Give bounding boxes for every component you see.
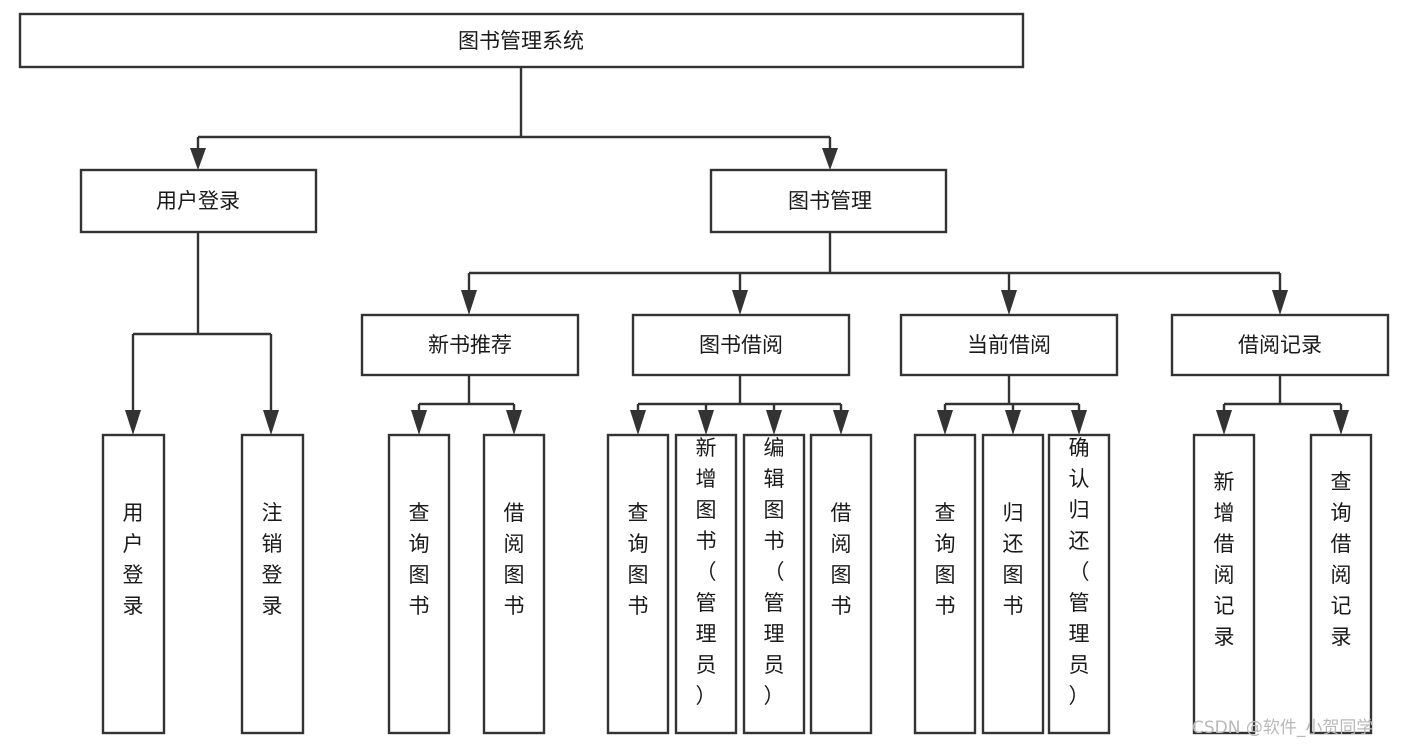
arrow-bb-leaf-1 bbox=[630, 410, 646, 435]
leaf-bb-add-label: 新增图书（管理员） bbox=[696, 436, 717, 708]
arrow-bm-to-current-borrow bbox=[1001, 290, 1017, 315]
node-current-borrow[interactable]: 当前借阅 bbox=[899, 313, 1119, 377]
leaf-bb-query-label: 查询图书 bbox=[628, 501, 649, 618]
leaf-node[interactable]: 归还图书 bbox=[981, 433, 1045, 735]
connector-layer bbox=[125, 67, 1349, 435]
leaf-node[interactable]: 新增图书（管理员） bbox=[674, 433, 738, 735]
leaf-bb-query-box[interactable] bbox=[606, 433, 670, 735]
leaf-br-query-box[interactable] bbox=[1309, 433, 1373, 735]
node-borrow-records-label: 借阅记录 bbox=[1238, 333, 1322, 357]
node-book-manage-label: 图书管理 bbox=[788, 189, 872, 213]
leaf-newbook-borrow-label: 借阅图书 bbox=[504, 501, 525, 618]
leaf-node[interactable]: 借阅图书 bbox=[809, 433, 873, 735]
leaf-br-add-box[interactable] bbox=[1192, 433, 1256, 735]
csdn-watermark: CSDN @软件_小贺同学 bbox=[1192, 718, 1373, 738]
arrow-user-login-leaf-2 bbox=[263, 410, 279, 435]
leaf-br-add-label: 新增借阅记录 bbox=[1214, 470, 1235, 649]
leaf-logout-label: 注销登录 bbox=[262, 501, 283, 618]
node-current-borrow-box[interactable] bbox=[899, 313, 1119, 377]
leaf-node[interactable]: 查询图书 bbox=[913, 433, 977, 735]
leaf-node[interactable]: 确认归还（管理员） bbox=[1047, 433, 1111, 735]
node-root[interactable]: 图书管理系统 bbox=[18, 12, 1025, 69]
arrow-newbook-leaf-1 bbox=[411, 410, 427, 435]
leaf-user-login-box[interactable] bbox=[101, 433, 166, 735]
leaf-bb-borrow-box[interactable] bbox=[809, 433, 873, 735]
node-new-book-recommend[interactable]: 新书推荐 bbox=[360, 313, 580, 377]
node-root-box[interactable] bbox=[18, 12, 1025, 69]
leaf-node[interactable]: 查询图书 bbox=[606, 433, 670, 735]
node-book-manage[interactable]: 图书管理 bbox=[709, 168, 948, 234]
arrow-root-to-book-manage bbox=[822, 148, 838, 170]
node-root-label: 图书管理系统 bbox=[458, 29, 584, 53]
arrow-bm-to-borrow-records bbox=[1272, 290, 1288, 315]
arrow-bb-leaf-3 bbox=[766, 410, 782, 435]
node-book-borrow-box[interactable] bbox=[631, 313, 851, 377]
arrow-bm-to-book-borrow bbox=[732, 290, 748, 315]
leaf-cb-query-label: 查询图书 bbox=[935, 501, 956, 618]
leaf-node[interactable]: 注销登录 bbox=[240, 433, 305, 735]
arrow-br-leaf-2 bbox=[1333, 410, 1349, 435]
leaf-node[interactable]: 查询借阅记录 bbox=[1309, 433, 1373, 735]
node-borrow-records-box[interactable] bbox=[1170, 313, 1390, 377]
leaf-node[interactable]: 用户登录 bbox=[101, 433, 166, 735]
node-book-borrow[interactable]: 图书借阅 bbox=[631, 313, 851, 377]
leaf-bb-edit-box[interactable] bbox=[742, 433, 806, 735]
leaf-bb-add-box[interactable] bbox=[674, 433, 738, 735]
leaf-br-query-label: 查询借阅记录 bbox=[1331, 470, 1352, 649]
leaf-cb-confirm-box[interactable] bbox=[1047, 433, 1111, 735]
leaf-newbook-borrow-box[interactable] bbox=[482, 433, 546, 735]
leaf-newbook-query-box[interactable] bbox=[387, 433, 451, 735]
leaf-cb-confirm-label: 确认归还（管理员） bbox=[1069, 436, 1090, 708]
arrow-user-login-leaf-1 bbox=[125, 410, 141, 435]
arrow-root-to-user-login bbox=[190, 148, 206, 170]
node-new-book-recommend-box[interactable] bbox=[360, 313, 580, 377]
leaf-node[interactable]: 新增借阅记录 bbox=[1192, 433, 1256, 735]
leaf-newbook-query-label: 查询图书 bbox=[409, 501, 430, 618]
leaf-node[interactable]: 借阅图书 bbox=[482, 433, 546, 735]
arrow-cb-leaf-3 bbox=[1071, 410, 1087, 435]
arrow-newbook-leaf-2 bbox=[506, 410, 522, 435]
leaf-bb-edit-label: 编辑图书（管理员） bbox=[764, 436, 785, 708]
node-user-login[interactable]: 用户登录 bbox=[79, 168, 318, 234]
arrow-bb-leaf-2 bbox=[698, 410, 714, 435]
node-borrow-records[interactable]: 借阅记录 bbox=[1170, 313, 1390, 377]
node-current-borrow-label: 当前借阅 bbox=[967, 333, 1051, 357]
leaf-cb-query-box[interactable] bbox=[913, 433, 977, 735]
arrow-br-leaf-1 bbox=[1216, 410, 1232, 435]
node-book-borrow-label: 图书借阅 bbox=[699, 333, 783, 357]
leaf-logout-box[interactable] bbox=[240, 433, 305, 735]
leaf-node[interactable]: 编辑图书（管理员） bbox=[742, 433, 806, 735]
node-book-manage-box[interactable] bbox=[709, 168, 948, 234]
arrow-cb-leaf-1 bbox=[937, 410, 953, 435]
leaf-cb-return-box[interactable] bbox=[981, 433, 1045, 735]
leaf-node[interactable]: 查询图书 bbox=[387, 433, 451, 735]
leaf-cb-return-label: 归还图书 bbox=[1003, 501, 1024, 618]
arrow-cb-leaf-2 bbox=[1005, 410, 1021, 435]
arrow-bm-to-new-book bbox=[461, 290, 477, 315]
leaf-user-login-label: 用户登录 bbox=[123, 501, 144, 618]
node-new-book-recommend-label: 新书推荐 bbox=[428, 333, 512, 357]
node-user-login-box[interactable] bbox=[79, 168, 318, 234]
leaf-bb-borrow-label: 借阅图书 bbox=[831, 501, 852, 618]
node-user-login-label: 用户登录 bbox=[156, 189, 240, 213]
arrow-bb-leaf-4 bbox=[833, 410, 849, 435]
